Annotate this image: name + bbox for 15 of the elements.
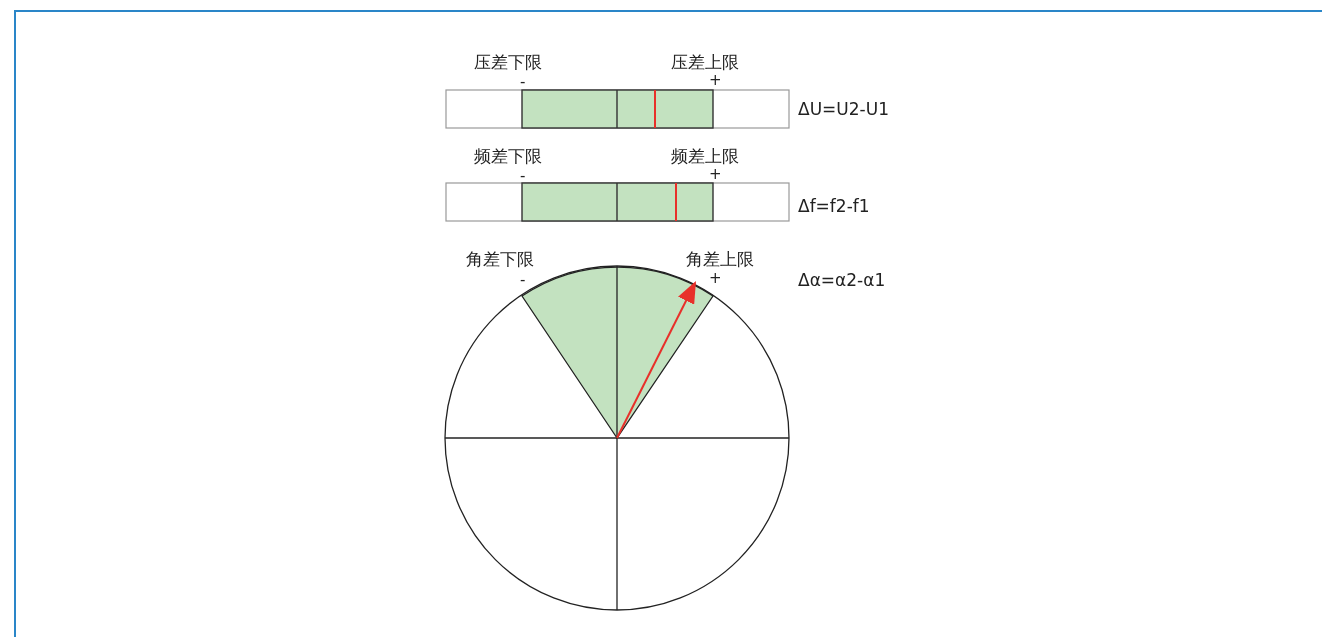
limit-label: 压差下限: [474, 52, 542, 72]
sign-label: -: [520, 270, 526, 290]
limit-label: 压差上限: [671, 52, 739, 72]
sign-label: +: [709, 71, 722, 90]
sign-label: +: [709, 165, 722, 184]
formula-label: ΔU=U2-U1: [798, 99, 889, 119]
sign-label: -: [520, 166, 526, 186]
formula-label: Δf=f2-f1: [798, 196, 870, 216]
limit-label: 角差上限: [686, 249, 754, 269]
sign-label: +: [709, 268, 722, 288]
sign-label: -: [520, 72, 526, 92]
limit-label: 频差上限: [671, 146, 739, 166]
limit-label: 频差下限: [474, 146, 542, 166]
limit-label: 角差下限: [466, 249, 534, 269]
formula-label: Δα=α2-α1: [798, 270, 886, 290]
